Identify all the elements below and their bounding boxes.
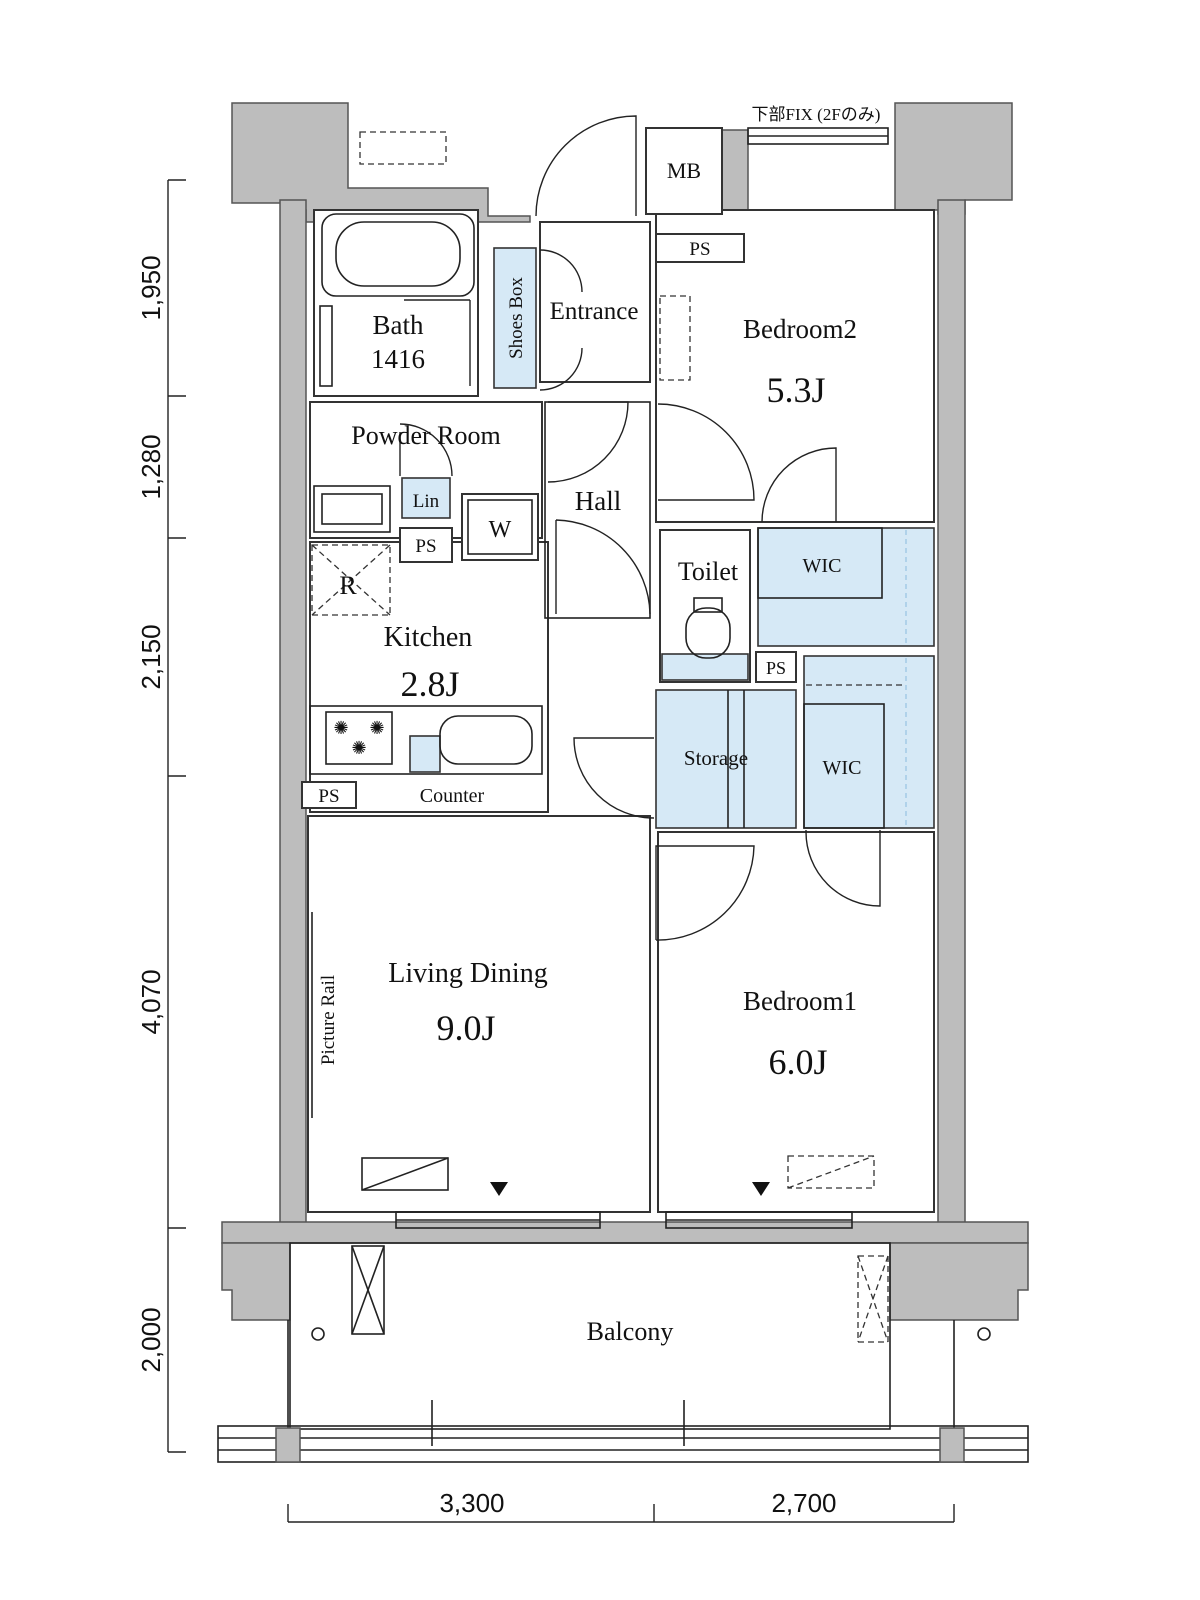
wic-upper[interactable] [757,527,935,647]
shoes-box[interactable] [493,247,537,389]
svg-text:✺: ✺ [369,718,384,738]
entrance-door[interactable] [535,115,637,217]
bedroom1-door[interactable] [655,845,755,941]
balcony-storage [351,1245,385,1335]
dim-v-1: 1,950 [136,255,166,320]
powder-room-label: Powder Room [351,421,501,450]
entrance-label: Entrance [550,298,639,325]
stove [325,711,393,765]
balcony-railing [217,1425,1029,1463]
washer-space [461,493,539,561]
bedroom1-size: 6.0J [768,1042,827,1082]
ps-powder-label: PS [415,536,436,557]
counter-label: Counter [420,785,485,807]
balcony-area [289,1242,891,1430]
bedroom1-label: Bedroom1 [743,986,857,1016]
storage-door[interactable] [573,737,655,819]
ps-powder [399,527,453,563]
arrow-living [490,1182,508,1196]
dim-v-2: 1,280 [136,434,166,499]
balcony-unit [857,1255,889,1343]
wic-lower-label: WIC [823,757,862,779]
drain-right [977,1327,991,1341]
arrow-bedroom1 [752,1182,770,1196]
wall-left [279,199,307,1226]
ps-toilet [755,651,797,683]
bedroom1-room [657,831,935,1213]
kitchen-counter [309,705,543,775]
svg-text:✺: ✺ [333,718,348,738]
bedroom2-label: Bedroom2 [743,314,857,344]
wall-bottom [221,1221,1029,1244]
drain-left [311,1327,325,1341]
toilet-label: Toilet [678,557,739,586]
ps-toilet-label: PS [766,658,786,678]
ac-unit-living [361,1157,449,1191]
wall-right [937,199,966,1226]
wic-lower-door[interactable] [805,830,881,907]
meter-box-label: MB [667,158,701,183]
dim-v-5: 2,000 [136,1307,166,1372]
living-dining-room [307,815,651,1213]
wic-lower[interactable] [803,655,935,829]
living-dining-size: 9.0J [436,1008,495,1048]
wall-top-left [231,102,531,223]
counter-blue [409,735,441,773]
dim-v-4: 4,070 [136,969,166,1034]
bedroom2-size: 5.3J [766,370,825,410]
shoes-box-label: Shoes Box [506,277,527,359]
closet-dashed-bedroom2 [659,295,691,381]
fridge-label: R [339,571,357,600]
powder-room-door[interactable] [547,401,629,483]
picture-rail-label: Picture Rail [318,975,339,1065]
ps-entrance [655,233,745,263]
bath-label: Bath [373,310,424,340]
dim-h-2: 2,700 [771,1488,836,1518]
balcony-label: Balcony [587,1317,674,1346]
kitchen-sink [439,715,533,765]
svg-text:✺: ✺ [351,738,366,758]
ac-unit-bedroom1 [787,1155,875,1189]
ps-entrance-label: PS [689,239,710,260]
fridge-space [311,544,391,616]
ac-unit-top [359,131,447,165]
powder-door [399,423,453,477]
bathtub-inner [335,221,461,287]
meter-box [645,127,723,215]
washbasin [313,485,391,533]
kitchen-label: Kitchen [384,622,473,653]
bath-size: 1416 [371,344,425,374]
bath-room [313,209,479,397]
kitchen-size: 2.8J [400,664,459,704]
dim-h-1: 3,300 [439,1488,504,1518]
toilet-bowl [685,607,731,659]
storage[interactable] [655,689,797,829]
wall-bottom-left-block [221,1242,291,1321]
living-dining-label: Living Dining [388,958,547,989]
bath-shelf [319,305,333,387]
bedroom2-door[interactable] [657,403,755,501]
shoes-box-door-lower [539,347,583,391]
wic-upper-door[interactable] [761,447,837,523]
ps-kitchen [301,781,357,809]
storage-label: Storage [684,746,748,770]
linen-cabinet[interactable] [401,477,451,519]
wall-top-right [894,102,1013,215]
window-note: 下部FIX (2Fのみ) [752,105,881,124]
linen-label: Lin [413,491,440,512]
entrance-area [539,221,651,383]
wic-upper-label: WIC [803,555,842,577]
ps-kitchen-label: PS [318,786,339,807]
toilet-door[interactable] [555,519,651,615]
washer-label: W [489,517,512,543]
wall-bottom-right-block [889,1242,1029,1321]
hall-label: Hall [575,486,622,516]
wall-entrance-right [721,129,749,221]
bath-door [404,299,471,386]
shoes-box-door-upper [539,249,583,293]
dim-v-3: 2,150 [136,624,166,689]
bathtub [321,213,475,297]
